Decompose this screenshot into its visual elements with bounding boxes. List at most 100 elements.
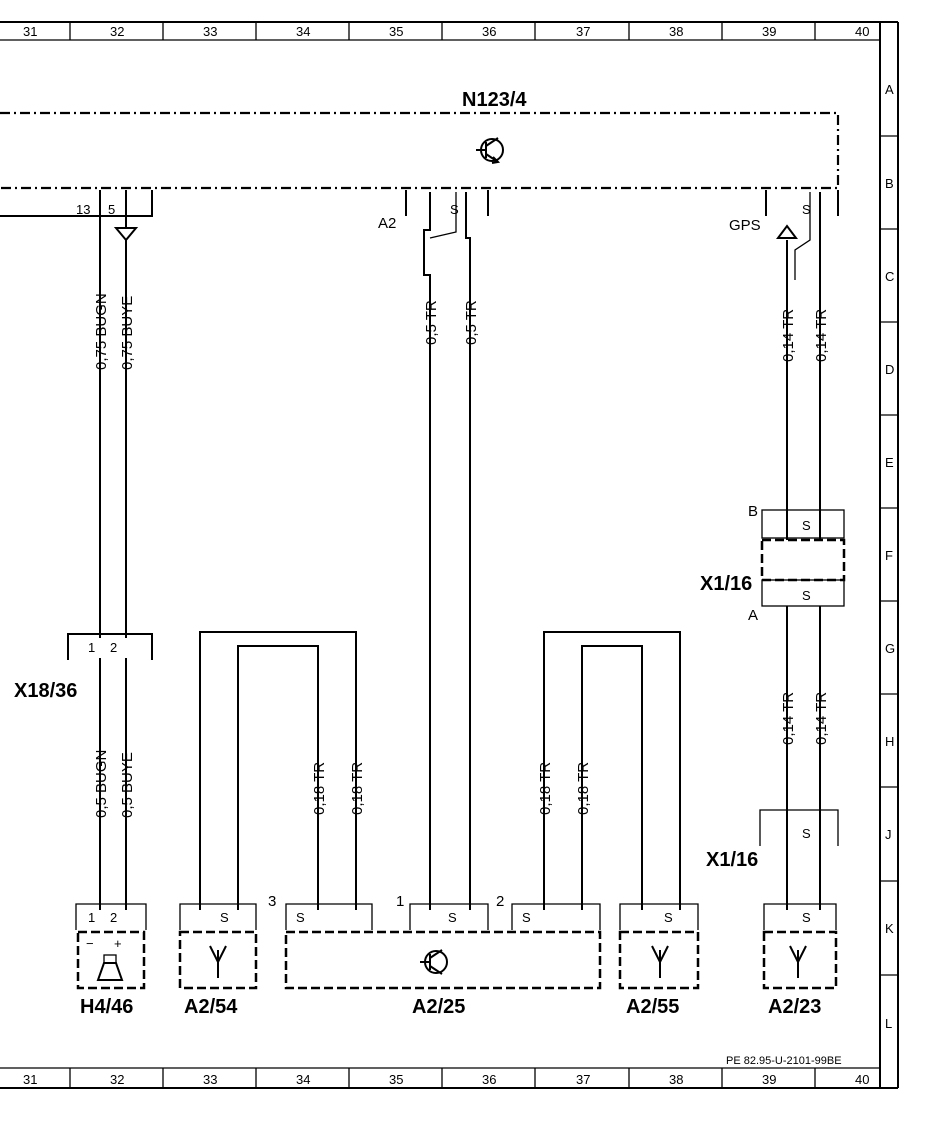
a225-label: A2/25 bbox=[412, 996, 465, 1018]
col-34: 34 bbox=[296, 24, 310, 39]
row-J: J bbox=[885, 827, 892, 842]
document-id: PE 82.95-U-2101-99BE bbox=[726, 1055, 842, 1067]
row-A: A bbox=[885, 82, 894, 97]
row-G: G bbox=[885, 641, 895, 656]
row-E: E bbox=[885, 455, 894, 470]
wires-right: 0,14 TR 0,14 TR B A S S X1/16 0,14 TR 0,… bbox=[700, 192, 846, 910]
svg-text:1: 1 bbox=[396, 893, 404, 910]
x116-bottom-connector: S X1/16 bbox=[706, 809, 839, 871]
row-H: H bbox=[885, 734, 894, 749]
wire-label-w12: 0,18 TR bbox=[575, 762, 592, 815]
wire-label-w3: 0,5 TR bbox=[423, 300, 440, 345]
col-36-bottom: 36 bbox=[482, 1072, 496, 1087]
col-34-bottom: 34 bbox=[296, 1072, 310, 1087]
col-31: 31 bbox=[23, 24, 37, 39]
n123-label: N123/4 bbox=[462, 89, 527, 111]
column-labels-bottom: 31 32 33 34 35 36 37 38 39 40 bbox=[23, 1072, 869, 1087]
wire-label-w7: 0,5 BUGN bbox=[93, 750, 110, 818]
h446-speaker: 1 2 − + H4/46 bbox=[75, 903, 147, 1018]
x18-label: X18/36 bbox=[14, 680, 77, 702]
wire-label-w5: 0,14 TR bbox=[780, 309, 797, 362]
wire-label-w8: 0,5 BUYE bbox=[119, 752, 136, 818]
antenna-icon-a255 bbox=[651, 945, 669, 978]
h446-label: H4/46 bbox=[80, 996, 133, 1018]
svg-text:S: S bbox=[802, 826, 811, 841]
a255-antenna: S A2/55 bbox=[618, 903, 700, 1018]
wire-label-w9: 0,18 TR bbox=[311, 762, 328, 815]
row-labels: A B C D E F G H J K L bbox=[885, 82, 895, 1031]
column-dividers bbox=[69, 22, 816, 1088]
a254-antenna: S A2/54 bbox=[178, 903, 258, 1018]
wire-label-w1: 0,75 BUGN bbox=[93, 293, 110, 370]
wire-label-w4: 0,5 TR bbox=[463, 300, 480, 345]
svg-text:−: − bbox=[86, 936, 94, 951]
frame bbox=[0, 21, 899, 1089]
col-32-bottom: 32 bbox=[110, 1072, 124, 1087]
svg-text:+: + bbox=[114, 936, 122, 951]
a255-label: A2/55 bbox=[626, 996, 679, 1018]
row-F: F bbox=[885, 548, 893, 563]
col-33-bottom: 33 bbox=[203, 1072, 217, 1087]
svg-text:B: B bbox=[748, 503, 758, 520]
transistor-icon bbox=[476, 137, 504, 164]
row-D: D bbox=[885, 362, 894, 377]
antenna-icon-a223 bbox=[789, 945, 807, 978]
pin-s-1: S bbox=[450, 202, 459, 217]
a225-unit: 3 1 2 S S S A2/25 bbox=[268, 893, 602, 1018]
a2-label: A2 bbox=[378, 215, 396, 232]
x18-connector: 1 2 X18/36 bbox=[14, 633, 153, 702]
n123-control-unit: N123/4 13 5 S S A2 GPS bbox=[0, 89, 840, 242]
row-L: L bbox=[885, 1016, 892, 1031]
col-40-bottom: 40 bbox=[855, 1072, 869, 1087]
x116-top-label: X1/16 bbox=[700, 573, 752, 595]
row-C: C bbox=[885, 269, 894, 284]
x116-bottom-label: X1/16 bbox=[706, 849, 758, 871]
wire-label-w14: 0,14 TR bbox=[813, 692, 830, 745]
wire-label-w6: 0,14 TR bbox=[813, 309, 830, 362]
a223-label: A2/23 bbox=[768, 996, 821, 1018]
col-31-bottom: 31 bbox=[23, 1072, 37, 1087]
svg-text:S: S bbox=[802, 588, 811, 603]
antenna-icon bbox=[209, 945, 227, 978]
row-K: K bbox=[885, 921, 894, 936]
svg-text:2: 2 bbox=[110, 910, 117, 925]
wires-center: 0,5 TR 0,5 TR bbox=[423, 192, 480, 910]
wire-loops: 0,18 TR 0,18 TR 0,18 TR 0,18 TR bbox=[199, 631, 681, 910]
wires-left: 0,75 BUGN 0,75 BUYE 1 2 X18/36 0,5 BUGN … bbox=[14, 190, 153, 910]
transistor-icon-a225 bbox=[420, 949, 448, 975]
col-38: 38 bbox=[669, 24, 683, 39]
col-33: 33 bbox=[203, 24, 217, 39]
a254-label: A2/54 bbox=[184, 996, 238, 1018]
col-37: 37 bbox=[576, 24, 590, 39]
gps-label: GPS bbox=[729, 217, 761, 234]
col-35: 35 bbox=[389, 24, 403, 39]
ground-icon bbox=[113, 227, 139, 242]
col-32: 32 bbox=[110, 24, 124, 39]
col-36: 36 bbox=[482, 24, 496, 39]
svg-text:1: 1 bbox=[88, 640, 95, 655]
col-39: 39 bbox=[762, 24, 776, 39]
x116-top-connector: B A S S X1/16 bbox=[700, 503, 846, 624]
svg-text:S: S bbox=[220, 910, 229, 925]
pin-13: 13 bbox=[76, 202, 90, 217]
svg-text:A: A bbox=[748, 607, 758, 624]
svg-text:S: S bbox=[448, 910, 457, 925]
svg-text:S: S bbox=[522, 910, 531, 925]
row-dividers bbox=[880, 135, 898, 976]
wire-label-w2: 0,75 BUYE bbox=[119, 296, 136, 370]
svg-text:2: 2 bbox=[110, 640, 117, 655]
col-39-bottom: 39 bbox=[762, 1072, 776, 1087]
svg-text:2: 2 bbox=[496, 893, 504, 910]
wire-label-w13: 0,14 TR bbox=[780, 692, 797, 745]
col-40: 40 bbox=[855, 24, 869, 39]
col-38-bottom: 38 bbox=[669, 1072, 683, 1087]
svg-text:1: 1 bbox=[88, 910, 95, 925]
col-35-bottom: 35 bbox=[389, 1072, 403, 1087]
svg-text:S: S bbox=[802, 910, 811, 925]
pin-s-2: S bbox=[802, 202, 811, 217]
svg-text:3: 3 bbox=[268, 893, 276, 910]
row-B: B bbox=[885, 176, 894, 191]
wire-label-w11: 0,18 TR bbox=[537, 762, 554, 815]
svg-text:S: S bbox=[296, 910, 305, 925]
